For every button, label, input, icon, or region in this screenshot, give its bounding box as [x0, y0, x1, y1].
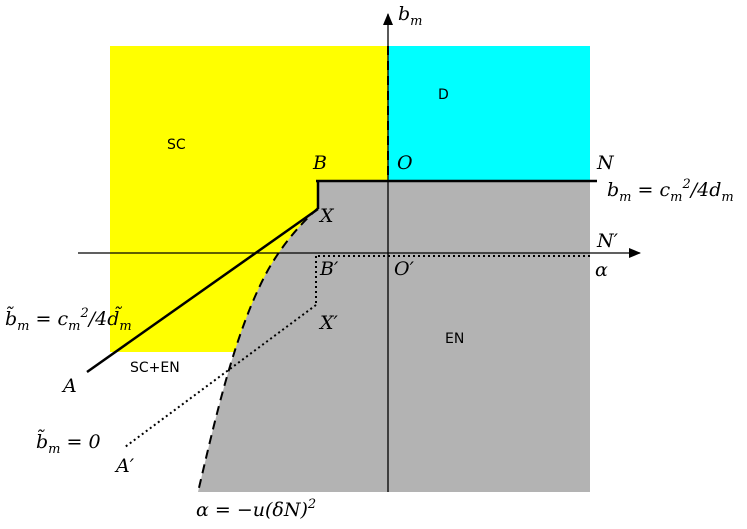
- equation-curve: α = −u(δN)2: [196, 497, 316, 521]
- point-a-prime: A′: [114, 455, 135, 477]
- point-n: N: [596, 152, 615, 174]
- en-region: [198, 181, 590, 492]
- equation-line-bn: bm = cm2/4dm: [607, 177, 734, 205]
- point-b: B: [312, 152, 327, 174]
- point-x-prime: X′: [318, 312, 339, 334]
- point-o-prime: O′: [394, 258, 415, 280]
- region-label-en: EN: [445, 331, 464, 347]
- point-o: O: [397, 152, 413, 174]
- equation-line-a-prime: b̃m = 0: [36, 430, 101, 457]
- region-label-sc-en: SC+EN: [130, 360, 180, 376]
- point-a: A: [61, 375, 77, 397]
- axis-label-bm: bm: [398, 3, 423, 29]
- axis-label-alpha: α: [595, 259, 608, 281]
- d-region: [388, 46, 590, 181]
- equation-line-ax: b̃m = cm2/4d̃m: [5, 306, 132, 334]
- region-label-d: D: [438, 87, 449, 103]
- line-xa: [86, 207, 319, 374]
- point-n-prime: N′: [596, 230, 619, 252]
- point-b-prime: B′: [319, 258, 339, 280]
- region-label-sc: SC: [167, 137, 186, 153]
- point-x: X: [318, 205, 335, 227]
- critical-curve: [197, 207, 319, 493]
